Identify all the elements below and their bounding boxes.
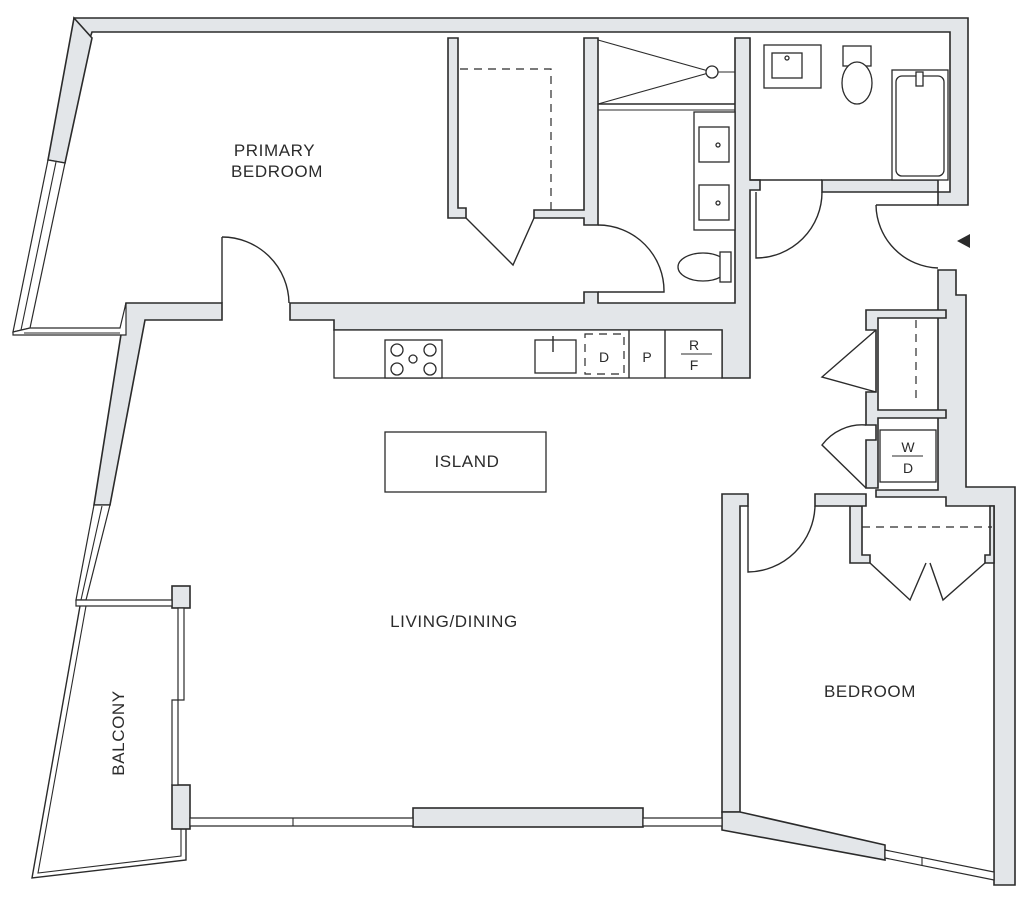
wall-bath-south: [821, 179, 939, 193]
ensuite-bath: [597, 39, 736, 283]
kitchen-counter: [333, 329, 723, 379]
bedroom-label: BEDROOM: [824, 682, 916, 701]
wall-closet: [447, 37, 467, 219]
dryer-label: D: [903, 460, 913, 476]
balcony-rail-inner: [37, 605, 182, 874]
entry-arrow-icon: [957, 234, 970, 248]
wall-bedroom-north: [814, 493, 867, 507]
wall-bedroom-south: [721, 811, 886, 861]
wall-east: [875, 269, 1016, 886]
pantry-label: P: [642, 349, 651, 365]
fridge-label-bottom: F: [690, 357, 699, 373]
fridge-label-top: R: [689, 337, 699, 353]
column-lower: [171, 784, 191, 830]
closet-dash-primary: [460, 68, 552, 210]
balcony-rail: [31, 605, 187, 879]
wall-top: [73, 17, 969, 206]
wall-living-south: [412, 807, 644, 828]
windows: [12, 159, 995, 881]
main-bath: [750, 44, 949, 181]
dishwasher-label: D: [599, 349, 609, 365]
living-dining-label: LIVING/DINING: [390, 612, 518, 631]
wall-closet-right: [533, 37, 599, 226]
washer-label: W: [901, 439, 915, 455]
column-upper: [171, 585, 191, 609]
balcony-label: BALCONY: [109, 690, 128, 775]
kitchen-island: [384, 431, 547, 493]
wall-bedroom-west: [721, 493, 749, 813]
primary-bedroom-label: PRIMARY BEDROOM: [231, 141, 323, 181]
wall-bedroom-closet: [849, 505, 871, 564]
wall-primary-west: [47, 16, 93, 164]
island-label: ISLAND: [434, 452, 499, 471]
doors: [221, 191, 986, 602]
wall-bedroom-closet-right: [984, 505, 995, 564]
wall-primary-south: [289, 37, 761, 379]
